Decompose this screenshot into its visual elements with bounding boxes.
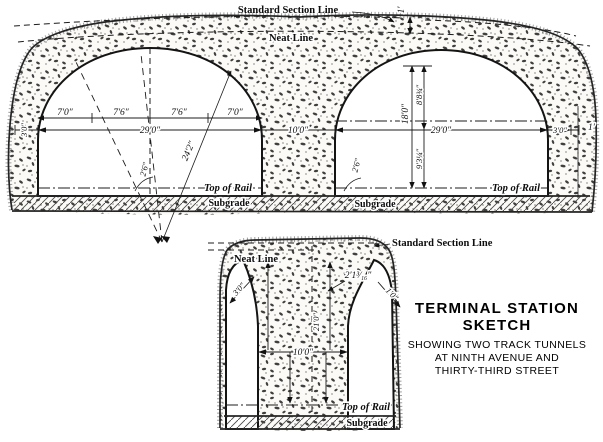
right-total-width-dim: 29′0″: [431, 126, 452, 136]
right-vertical-dims: [403, 65, 432, 189]
left-radius-arc: [134, 176, 154, 192]
standard-section-line-right: [424, 19, 577, 37]
detail-pier-width-dim: 10′0″: [293, 348, 314, 358]
detail-pier-width: [258, 349, 348, 355]
right-outer-dim: 1′: [588, 123, 596, 133]
detail-top-dim-leader: [327, 280, 346, 292]
subtitle-line-3: THIRTY-THIRD STREET: [435, 365, 559, 377]
left-wall-dim: 3′0″: [19, 123, 29, 138]
standard-section-leader-arrow: [351, 11, 395, 23]
apex-arrow-2: [161, 236, 170, 243]
detail-top-of-rail-label: Top of Rail: [342, 402, 390, 413]
subtitle-line-2: AT NINTH AVENUE AND: [435, 352, 559, 364]
left-construction-diagonal-1: [75, 61, 163, 243]
right-subgrade-label: Subgrade: [354, 199, 396, 210]
title-block: TERMINAL STATION SKETCH SHOWING TWO TRAC…: [408, 300, 587, 377]
apex-arrow-1: [153, 236, 162, 244]
mass-bottom-edge: [11, 210, 593, 213]
right-lower-height-dim: 9′3¼″: [414, 148, 424, 169]
right-top-of-rail-label: Top of Rail: [492, 183, 540, 194]
right-upper-height-dim: 8′8¾″: [414, 84, 424, 105]
left-total-width-dim: 29′0″: [140, 126, 161, 136]
detail-neat-line-label: Neat Line: [234, 254, 278, 265]
detail-ground-hatch: [227, 416, 393, 429]
neat-line: [17, 30, 591, 47]
seg-dim-2: 7′6″: [113, 108, 130, 118]
right-height-dim: 18′0″: [401, 103, 411, 124]
left-subgrade-label: Subgrade: [208, 198, 250, 209]
seg-dim-1: 7′0″: [57, 108, 74, 118]
standard-section-line-label: Standard Section Line: [238, 5, 339, 16]
title-line-2: SKETCH: [463, 317, 532, 334]
pier-width-dim: 10′0″: [288, 126, 309, 136]
left-top-of-rail-label: Top of Rail: [204, 183, 252, 194]
title-line-1: TERMINAL STATION: [415, 300, 579, 317]
detail-section: Standard Section Line Neat Line 2′1³⁄₁₆″…: [208, 234, 493, 432]
left-construction-diagonal-2: [140, 53, 163, 243]
subtitle-line-1: SHOWING TWO TRACK TUNNELS: [408, 339, 587, 351]
detail-right-diagonal-line: [377, 281, 401, 308]
detail-standard-section-line-label: Standard Section Line: [392, 238, 493, 249]
detail-right-tunnel-void: [347, 258, 396, 430]
detail-section-leader-arrow: [373, 242, 391, 248]
right-radius-arc: [343, 177, 362, 192]
neat-line-label: Neat Line: [269, 33, 313, 44]
standard-section-line: [13, 15, 405, 27]
right-wall-dim: 3′0″: [552, 125, 567, 135]
seg-dim-3: 7′6″: [171, 108, 188, 118]
ground-hatch-band: [14, 196, 590, 211]
detail-subgrade-label: Subgrade: [346, 418, 388, 429]
detail-left-diagonal-line: [229, 276, 255, 304]
seg-dim-4: 7′0″: [227, 108, 244, 118]
top-gap-dim: 1′: [397, 6, 407, 14]
detail-center-height-dim: 21′0″: [311, 312, 321, 331]
main-section: Standard Section Line Neat Line 1′ 7′0″ …: [5, 4, 600, 244]
detail-top-dim: 2′1³⁄₁₆″: [345, 271, 373, 281]
left-segment-dims: [37, 113, 263, 123]
width-dimension-chain: [14, 125, 580, 135]
right-tunnel-opening: [334, 48, 549, 197]
radius-24ft-line: [161, 70, 232, 243]
